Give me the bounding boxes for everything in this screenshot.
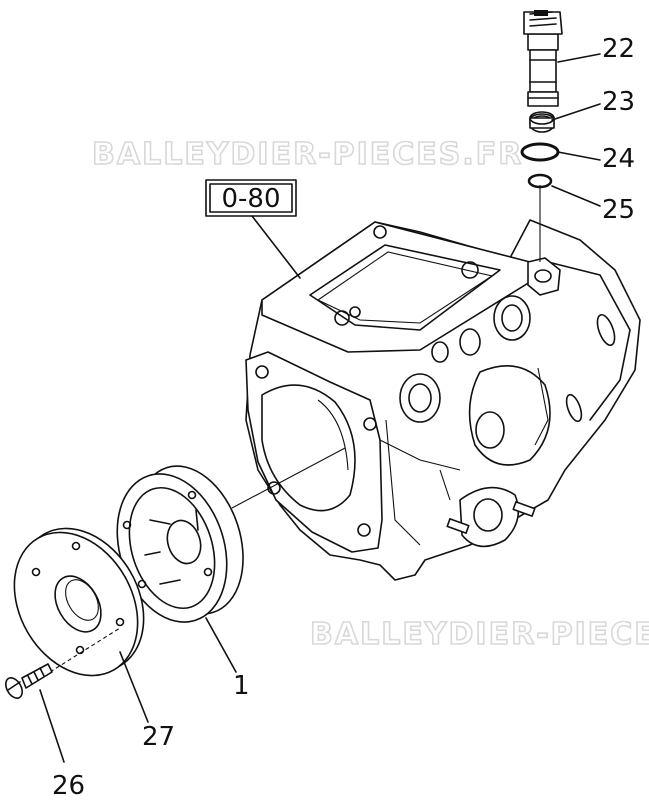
callout-22: 22 [602, 34, 635, 64]
callout-leaders [39, 53, 601, 763]
pump-housing [245, 219, 641, 581]
callout-25: 25 [602, 195, 635, 225]
reference-box: 0-80 [205, 179, 297, 217]
centerline [231, 447, 346, 509]
callout-27: 27 [142, 722, 175, 752]
callout-26: 26 [52, 771, 85, 800]
plate-27 [13, 527, 145, 677]
washer-25 [527, 173, 553, 189]
reference-leader [251, 215, 301, 279]
callout-23: 23 [602, 87, 635, 117]
flyweight-holder-1 [116, 465, 244, 623]
o-ring-24 [520, 142, 560, 162]
callout-24: 24 [602, 144, 635, 174]
watermark-bottom: BALLEYDIER-PIECES.FR [310, 617, 649, 652]
screw-26 [5, 627, 121, 699]
valve-holder-22 [523, 10, 563, 107]
reference-box-label: 0-80 [221, 184, 280, 214]
spring-ring-23 [529, 111, 555, 133]
callout-1: 1 [233, 671, 250, 701]
watermark-top: BALLEYDIER-PIECES.FR [92, 137, 523, 172]
